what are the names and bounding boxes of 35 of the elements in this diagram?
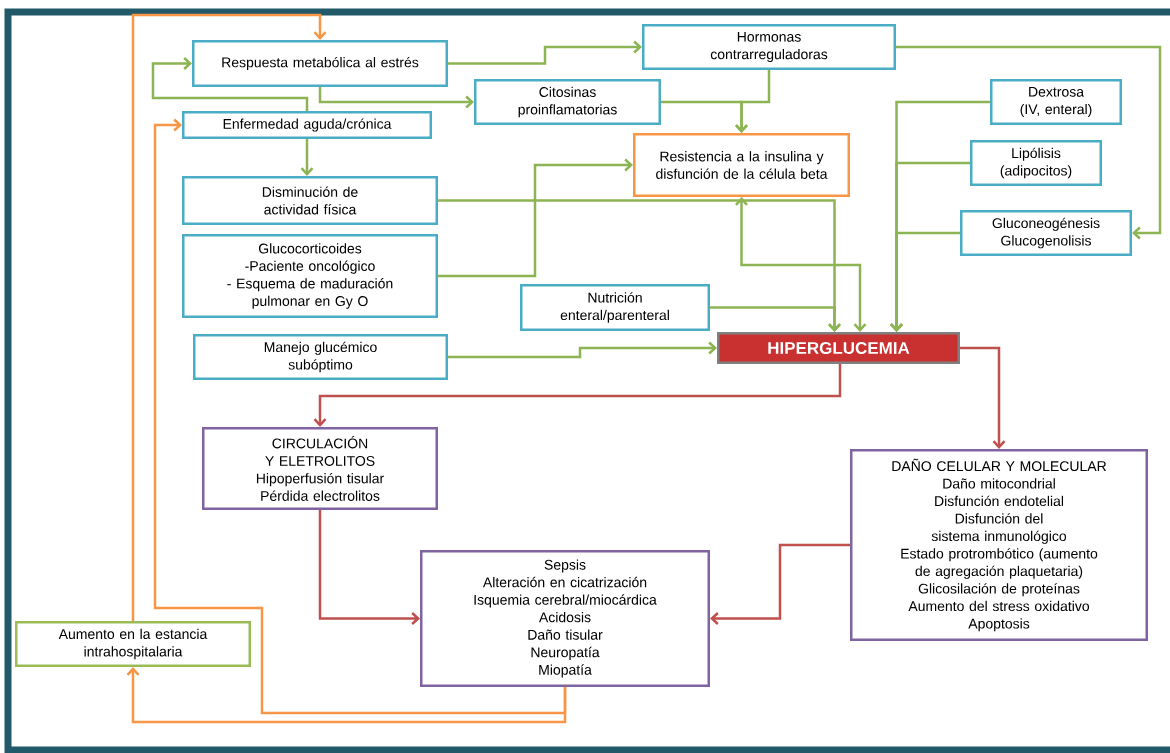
arrow	[448, 341, 717, 359]
arrow	[153, 118, 567, 715]
arrow	[438, 158, 633, 278]
arrow	[151, 57, 309, 111]
arrow	[313, 364, 842, 427]
arrow	[890, 231, 960, 332]
concept-box: Resistencia a la insulina y disfunción de la célula beta	[633, 133, 850, 197]
arrow	[896, 45, 1162, 240]
arrow	[710, 543, 850, 625]
concept-box: Respuesta metabólica al estrés	[192, 40, 448, 87]
arrow	[318, 510, 420, 625]
concept-box: Nutrición enteral/parenteral	[520, 284, 710, 331]
concept-box: Glucocorticoides -Paciente oncológico - Esquema de maduración pulmonar en Gy O	[182, 234, 438, 318]
concept-box: CIRCULACIÓN Y ELETROLITOS Hipoperfusión tisular Pérdida electrolitos	[202, 427, 438, 510]
concept-box: Lipólisis (adipocitos)	[970, 140, 1102, 186]
arrow	[300, 139, 314, 176]
concept-box: Enfermedad aguda/crónica	[182, 111, 432, 139]
arrow	[318, 87, 474, 109]
concept-box: Hormonas contrarreguladoras	[642, 24, 896, 70]
arrow	[735, 197, 867, 332]
concept-box: Disminución de actividad física	[182, 176, 438, 225]
arrow	[126, 667, 567, 724]
concept-box: Citosinas proinflamatorias	[474, 79, 661, 125]
arrow	[710, 306, 841, 332]
concept-box: Sepsis Alteración en cicatrización Isquemia cerebral/miocárdica Acidosis Daño tisular Neuropatía Miopatía	[420, 550, 710, 687]
concept-box: Manejo glucémico subóptimo	[193, 334, 448, 380]
arrow	[131, 13, 327, 621]
concept-box: Dextrosa (IV, enteral)	[990, 79, 1122, 125]
arrow	[960, 346, 1006, 449]
arrow	[735, 70, 771, 133]
concept-box: Gluconeogénesis Glucogenolisis	[960, 210, 1132, 256]
arrow	[448, 40, 642, 65]
concept-box: DAÑO CELULAR Y MOLECULAR Daño mitocondrial Disfunción endotelial Disfunción del sistema inmunológico Estado protrombótico (aumento de agregación plaquetaria) Glicosilación de proteínas Aumento del stress oxidativo Apoptosis	[850, 449, 1148, 641]
concept-box: Aumento en la estancia intrahospitalaria	[15, 621, 251, 667]
central-box: HIPERGLUCEMIA	[717, 332, 960, 364]
